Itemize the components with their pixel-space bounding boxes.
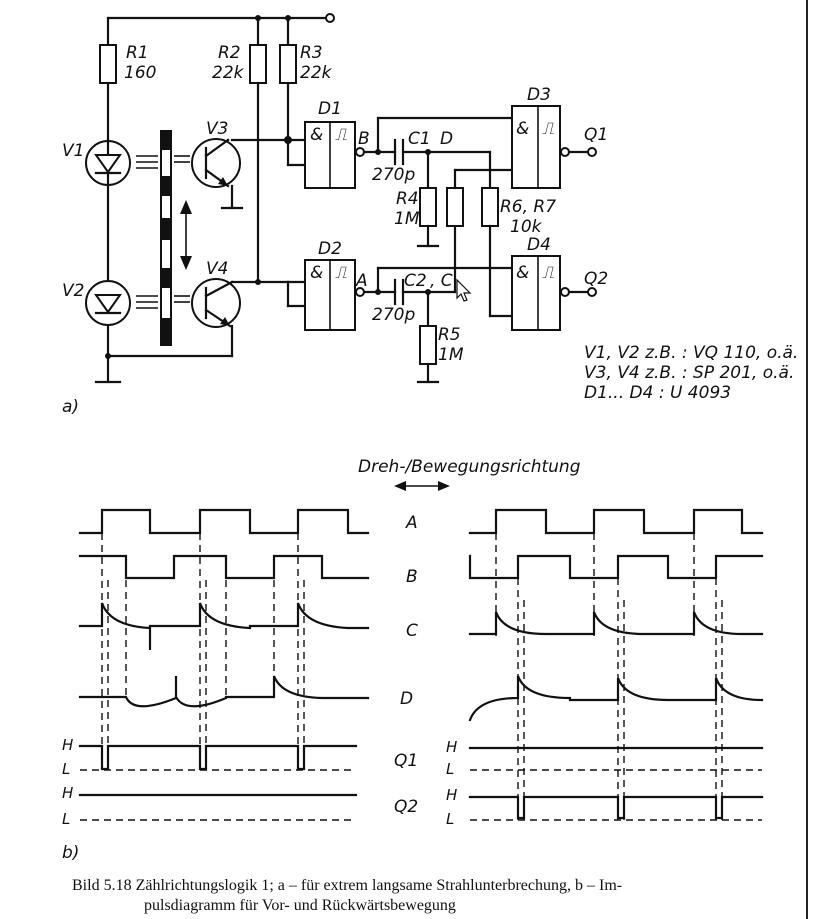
label-r2: R2 xyxy=(218,43,241,63)
label-r5: R5 xyxy=(438,325,461,345)
value-r1: 160 xyxy=(124,63,156,83)
caption-line-1: Bild 5.18 Zählrichtungslogik 1; a – für … xyxy=(72,877,623,894)
label-r1: R1 xyxy=(126,43,149,63)
label-d3: D3 xyxy=(527,85,551,105)
gate-d4-and: & xyxy=(516,263,529,283)
label-d4: D4 xyxy=(527,235,551,255)
right-q1-h: H xyxy=(446,738,457,756)
resistor-r2 xyxy=(249,44,267,84)
phototransistor-v4 xyxy=(191,278,241,328)
node-b: B xyxy=(358,129,370,149)
direction-arrow-icon xyxy=(394,481,450,491)
wave-right-b xyxy=(468,554,764,580)
mouse-cursor-icon xyxy=(456,278,472,302)
right-q2-l: L xyxy=(446,810,454,828)
wave-left-c xyxy=(78,602,370,650)
left-q1-h: H xyxy=(62,736,73,754)
label-q2: Q2 xyxy=(584,269,608,289)
signal-label-a: A xyxy=(405,513,418,533)
note-v1-v2: V1, V2 z.B. : VQ 110, o.ä. xyxy=(584,343,798,363)
label-r4: R4 xyxy=(396,189,419,209)
phototransistor-v3 xyxy=(191,138,241,188)
node-a: A xyxy=(355,271,368,291)
part-label-a: a) xyxy=(62,397,79,417)
signal-label-q1: Q1 xyxy=(394,751,418,771)
note-v3-v4: V3, V4 z.B. : SP 201, o.ä. xyxy=(584,363,794,383)
value-c2: 270p xyxy=(372,305,415,325)
left-q1-l: L xyxy=(62,760,70,778)
value-c1: 270p xyxy=(372,165,415,185)
label-d2: D2 xyxy=(318,239,342,259)
part-label-b: b) xyxy=(62,843,79,863)
caption-line-2: pulsdiagramm für Vor- und Rückwärtsbeweg… xyxy=(144,897,456,914)
value-r3: 22k xyxy=(300,63,333,83)
label-v1: V1 xyxy=(62,141,84,161)
label-v4: V4 xyxy=(206,259,228,279)
signal-label-c: C xyxy=(406,621,418,641)
value-r2: 22k xyxy=(212,63,245,83)
label-v2: V2 xyxy=(62,281,84,301)
slotted-strip xyxy=(160,130,172,346)
gate-d2-schmitt: ⎍ xyxy=(335,263,347,283)
wave-left-a xyxy=(78,508,370,535)
label-d1: D1 xyxy=(318,99,342,119)
gate-d1-and: & xyxy=(310,125,323,145)
signal-label-d: D xyxy=(400,689,413,709)
gate-d2-and: & xyxy=(310,263,323,283)
left-q2-h: H xyxy=(62,784,73,802)
value-r4: 1M xyxy=(394,209,420,229)
label-r3: R3 xyxy=(300,43,323,63)
label-c1: C1 xyxy=(408,129,431,149)
value-r5: 1M xyxy=(438,345,464,365)
wave-right-d xyxy=(468,675,764,722)
wave-left-d xyxy=(78,675,370,708)
circuit-diagram: R1 160 R2 22k R3 22k V1 V2 V3 V4 D1 D2 D… xyxy=(62,13,798,417)
wave-left-q1 xyxy=(78,744,358,771)
label-r6-r7: R6, R7 xyxy=(500,197,556,217)
figure-caption: Bild 5.18 Zählrichtungslogik 1; a – für … xyxy=(72,876,792,916)
node-d: D xyxy=(440,129,453,149)
right-q2-h: H xyxy=(446,786,457,804)
label-q1: Q1 xyxy=(584,125,608,145)
supply-terminal xyxy=(325,13,335,23)
signal-label-q2: Q2 xyxy=(394,797,418,817)
signal-label-b: B xyxy=(406,567,418,587)
resistor-r1 xyxy=(99,44,117,84)
timing-diagram: Dreh-/Bewegungsrichtung xyxy=(62,457,764,863)
wave-left-b xyxy=(78,554,370,580)
label-c2: C2 xyxy=(404,271,427,291)
light-beams xyxy=(136,155,190,309)
gate-d4-schmitt: ⎍ xyxy=(542,263,554,283)
left-q2-l: L xyxy=(62,810,70,828)
value-r6-r7: 10k xyxy=(510,217,543,237)
right-q1-l: L xyxy=(446,760,454,778)
resistor-r3 xyxy=(279,44,297,84)
gate-d4 xyxy=(511,255,561,331)
page-edge xyxy=(806,0,808,919)
resistor-r5 xyxy=(419,325,437,365)
gate-d3 xyxy=(511,105,561,189)
wave-right-a xyxy=(468,508,764,535)
gate-d1-schmitt: ⎍ xyxy=(335,125,347,145)
node-c: , C xyxy=(430,271,453,291)
note-d1-d4: D1... D4 : U 4093 xyxy=(584,383,731,403)
gate-d3-schmitt: ⎍ xyxy=(542,119,554,139)
gate-d3-and: & xyxy=(516,119,529,139)
label-v3: V3 xyxy=(206,119,228,139)
resistor-r4 xyxy=(419,187,437,227)
resistor-r7 xyxy=(481,187,499,227)
resistor-r6 xyxy=(446,187,464,227)
wave-right-c xyxy=(468,611,764,636)
wave-right-q2 xyxy=(468,795,764,820)
direction-label: Dreh-/Bewegungsrichtung xyxy=(358,457,581,477)
